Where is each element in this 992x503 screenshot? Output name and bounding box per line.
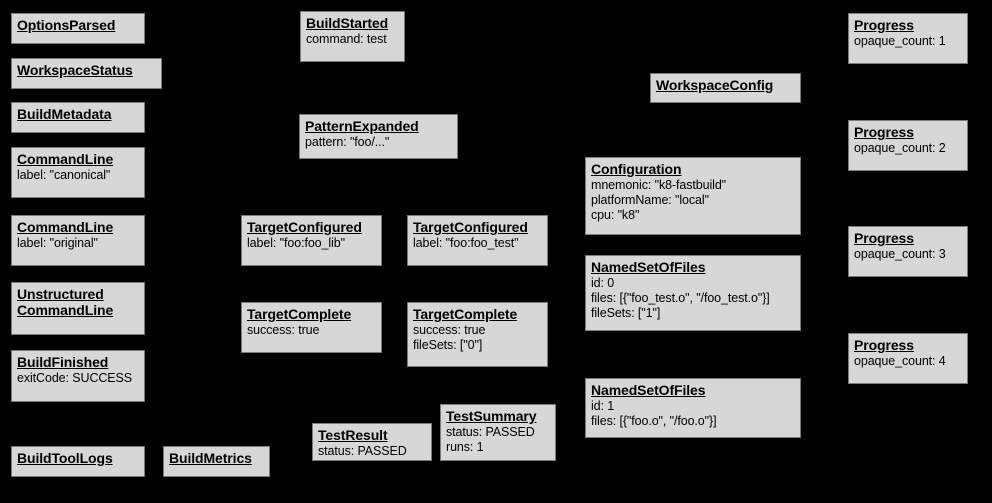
node-title: TargetComplete [413,306,518,322]
node-title: WorkspaceConfig [656,77,774,93]
node-fields: command: test [306,32,387,46]
node-fields: success: true [247,323,320,337]
node-title: BuildStarted [306,15,389,31]
node-title: CommandLine [17,219,114,235]
node-fields: label: "foo:foo_test" [413,236,519,250]
node-fields: exitCode: SUCCESS [17,371,133,385]
node-title: NamedSetOfFiles [591,382,706,398]
node-title: Unstructured CommandLine [17,286,114,318]
node-unstructured-command-line[interactable]: Unstructured CommandLine [11,282,145,335]
node-build-tool-logs[interactable]: BuildToolLogs [11,446,145,477]
node-fields: label: "canonical" [17,168,111,182]
node-title: WorkspaceStatus [17,62,133,78]
node-build-metrics[interactable]: BuildMetrics [163,446,270,477]
node-fields: success: true fileSets: ["0"] [413,323,486,352]
node-workspace-config[interactable]: WorkspaceConfig [650,73,801,103]
node-title: Progress [854,17,914,33]
node-title: PatternExpanded [305,118,419,134]
node-title: CommandLine [17,151,114,167]
node-title: TargetComplete [247,306,352,322]
node-fields: opaque_count: 3 [854,247,946,261]
node-build-metadata[interactable]: BuildMetadata [11,102,145,133]
node-fields: id: 0 files: [{"foo_test.o", "/foo_test.… [591,276,770,320]
node-title: BuildMetrics [169,450,252,466]
node-fields: mnemonic: "k8-fastbuild" platformName: "… [591,178,727,222]
node-fields: status: PASSED [318,444,407,458]
node-title: Progress [854,337,914,353]
node-title: BuildFinished [17,354,109,370]
node-fields: opaque_count: 2 [854,141,946,155]
node-title: Progress [854,124,914,140]
node-title: NamedSetOfFiles [591,259,706,275]
node-title: Configuration [591,161,682,177]
node-fields: status: PASSED runs: 1 [446,425,535,454]
node-workspace-status[interactable]: WorkspaceStatus [11,58,162,89]
node-fields: label: "original" [17,236,98,250]
node-fields: pattern: "foo/..." [305,135,390,149]
node-title: TargetConfigured [247,219,362,235]
node-title: Progress [854,230,914,246]
node-title: BuildMetadata [17,106,112,122]
node-fields: opaque_count: 1 [854,34,946,48]
node-options-parsed[interactable]: OptionsParsed [11,13,145,44]
node-fields: id: 1 files: [{"foo.o", "/foo.o"}] [591,399,717,428]
node-fields: opaque_count: 4 [854,354,946,368]
node-title: BuildToolLogs [17,450,113,466]
node-fields: label: "foo:foo_lib" [247,236,345,250]
node-title: TestSummary [446,408,537,424]
node-title: OptionsParsed [17,17,116,33]
node-title: TargetConfigured [413,219,528,235]
node-title: TestResult [318,427,388,443]
